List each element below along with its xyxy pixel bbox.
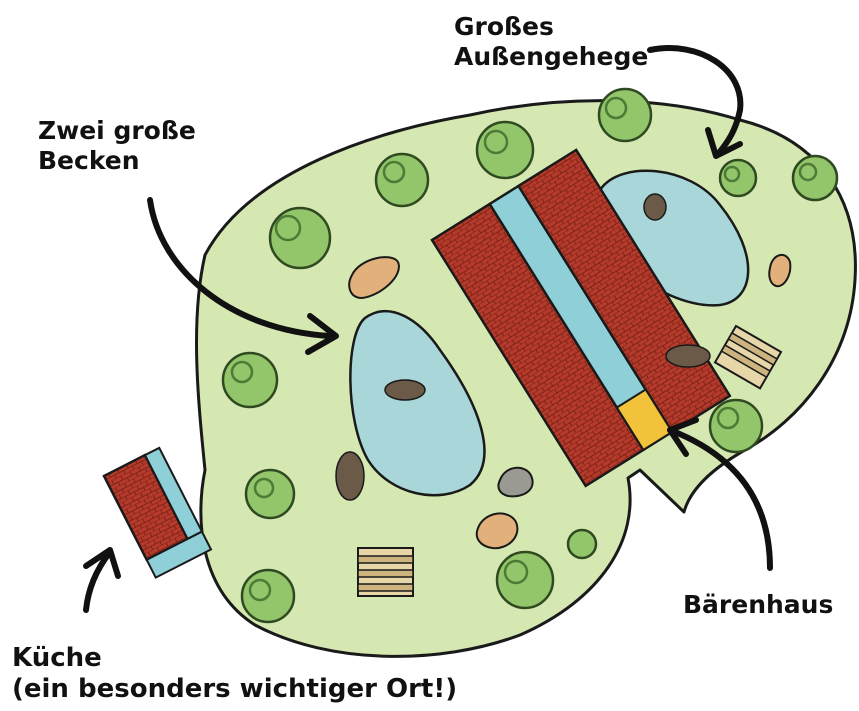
tree-icon <box>793 156 837 200</box>
label-aussengehege-line2: Außengehege <box>454 42 648 72</box>
tree-icon <box>599 89 651 141</box>
tree-icon <box>720 160 756 196</box>
tree-icon <box>246 470 294 518</box>
tree-icon <box>376 154 428 206</box>
tree-icon <box>568 530 596 558</box>
arrow-icon <box>86 550 118 610</box>
bear-icon <box>385 380 425 400</box>
label-kueche-line2: (ein besonders wichtiger Ort!) <box>12 674 457 705</box>
tree-icon <box>242 570 294 622</box>
tree-icon <box>710 400 762 452</box>
bear-icon <box>666 345 710 367</box>
tree-icon <box>223 353 277 407</box>
label-kueche: Küche (ein besonders wichtiger Ort!) <box>12 643 457 704</box>
label-becken-line2: Becken <box>38 146 196 176</box>
label-aussengehege: Großes Außengehege <box>454 12 648 71</box>
tree-icon <box>477 122 533 178</box>
bear-icon <box>644 194 666 220</box>
label-becken-line1: Zwei große <box>38 116 196 146</box>
label-aussengehege-line1: Großes <box>454 12 648 42</box>
pallet-icon <box>358 548 413 596</box>
tree-icon <box>497 552 553 608</box>
tree-icon <box>270 208 330 268</box>
label-becken: Zwei große Becken <box>38 116 196 175</box>
bear-icon <box>336 452 364 500</box>
kitchen-building <box>104 448 211 578</box>
label-baerenhaus-line1: Bärenhaus <box>683 590 833 620</box>
label-kueche-line1: Küche <box>12 643 457 674</box>
label-baerenhaus: Bärenhaus <box>683 590 833 620</box>
